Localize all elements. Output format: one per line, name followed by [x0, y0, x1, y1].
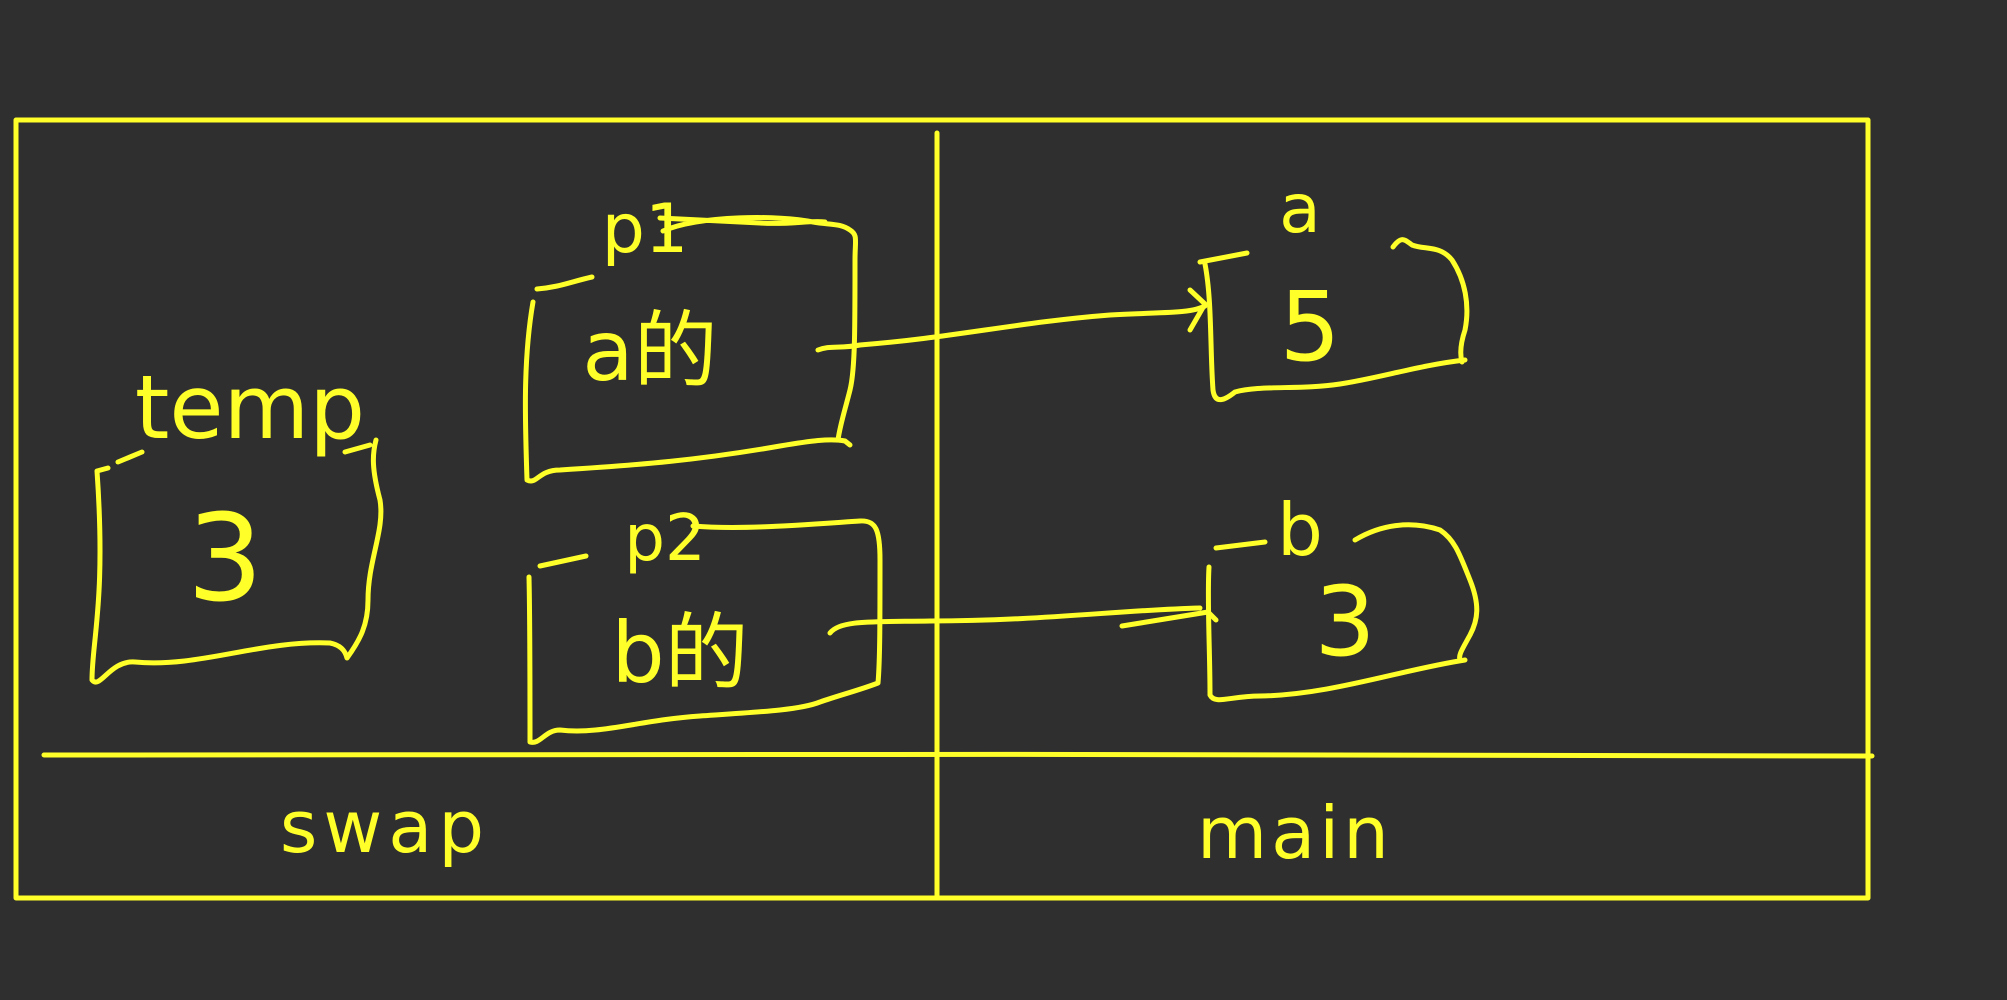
- p2-box: [526, 518, 883, 745]
- b-value: 3: [1314, 566, 1375, 678]
- p1-value: a的: [582, 302, 717, 400]
- a-value: 5: [1279, 271, 1340, 383]
- temp-value: 3: [187, 490, 263, 629]
- b-label: b: [1277, 488, 1323, 572]
- p1-arrow-line: [815, 303, 1208, 353]
- outer-border: [13, 117, 1871, 901]
- p2-label: p2: [624, 502, 705, 576]
- b-box: [1205, 522, 1480, 703]
- main-frame-label: main: [1197, 791, 1393, 875]
- temp-box: [89, 437, 384, 685]
- p1-box: [522, 215, 859, 484]
- b-variable: b 3: [1205, 488, 1480, 703]
- p1-arrowhead: [1187, 287, 1208, 333]
- temp-label: temp: [135, 356, 365, 459]
- p1-label: p1: [602, 190, 688, 269]
- temp-variable: temp 3: [89, 356, 384, 685]
- diagram-frame: [13, 117, 1875, 901]
- p1-arrow: [815, 287, 1208, 353]
- a-variable: a 5: [1197, 170, 1470, 403]
- horizontal-divider: [41, 751, 1875, 759]
- p2-arrow-line: [827, 605, 1203, 636]
- p2-pointer: p2 b的: [526, 502, 883, 745]
- p2-arrowhead: [1119, 609, 1219, 629]
- a-label: a: [1279, 170, 1321, 249]
- a-box: [1197, 237, 1470, 403]
- p1-pointer: p1 a的: [522, 190, 859, 484]
- p2-arrow: [827, 605, 1219, 636]
- p2-value: b的: [611, 604, 748, 702]
- swap-frame-label: swap: [280, 785, 490, 869]
